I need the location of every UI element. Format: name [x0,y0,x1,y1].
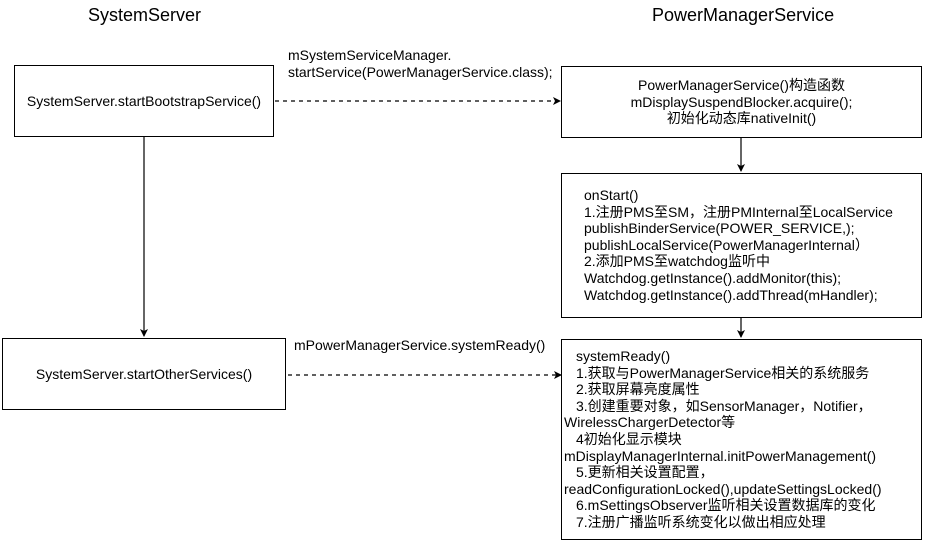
node-pms-constructor: PowerManagerService()构造函数 mDisplaySuspen… [561,66,922,138]
start-service-label: mSystemServiceManager. startService(Powe… [288,47,553,80]
node-system-ready-line-10: 6.mSettingsObserver监听相关设置数据库的变化 [576,497,876,514]
node-onstart-line-2: 1.注册PMS至SM，注册PMInternal至LocalService [584,203,893,220]
node-system-ready-line-2: 1.获取与PowerManagerService相关的系统服务 [576,364,870,381]
node-onstart-line-1: onStart() [584,187,639,203]
node-onstart-line-7: Watchdog.getInstance().addThread(mHandle… [584,286,878,303]
node-system-ready-line-1: systemReady() [576,348,671,364]
node-onstart-line-6: Watchdog.getInstance().addMonitor(this); [584,269,842,286]
node-start-other-services-label: SystemServer.startOtherServices() [35,365,253,382]
start-service-label-line-1: mSystemServiceManager. [288,47,452,63]
node-start-bootstrap-service-label: SystemServer.startBootstrapService() [26,92,262,109]
node-pms-constructor-line-1: PowerManagerService()构造函数 [638,77,845,94]
node-system-ready-line-5: WirelessChargerDetector等 [564,414,736,431]
node-system-ready-line-3: 2.获取屏幕亮度属性 [576,381,700,398]
start-service-label-line-2: startService(PowerManagerService.class); [288,63,553,80]
node-onstart: onStart() 1.注册PMS至SM，注册PMInternal至LocalS… [561,173,922,318]
node-system-ready: systemReady() 1.获取与PowerManagerService相关… [561,339,922,540]
node-pms-constructor-line-2: mDisplaySuspendBlocker.acquire(); [630,93,853,110]
node-system-ready-line-6: 4初始化显示模块 [576,430,682,447]
node-start-bootstrap-service: SystemServer.startBootstrapService() [14,65,274,137]
node-system-ready-line-11: 7.注册广播监听系统变化以做出相应处理 [576,513,826,530]
powermanagerservice-header: PowerManagerService [652,5,835,25]
system-ready-label: mPowerManagerService.systemReady() [294,337,546,353]
node-pms-constructor-line-3: 初始化动态库nativeInit() [666,110,817,127]
node-start-other-services: SystemServer.startOtherServices() [2,338,286,410]
node-onstart-line-4: publishLocalService(PowerManagerInternal… [584,236,869,253]
node-system-ready-line-8: 5.更新相关设置配置， [576,464,714,481]
node-onstart-line-5: 2.添加PMS至watchdog监听中 [584,253,770,270]
node-system-ready-line-9: readConfigurationLocked(),updateSettings… [564,480,882,497]
node-system-ready-line-4: 3.创建重要对象，如SensorManager，Notifier， [576,397,872,414]
node-system-ready-line-7: mDisplayManagerInternal.initPowerManagem… [564,447,877,464]
node-onstart-line-3: publishBinderService(POWER_SERVICE,); [584,220,855,237]
systemserver-header: SystemServer [88,5,202,25]
